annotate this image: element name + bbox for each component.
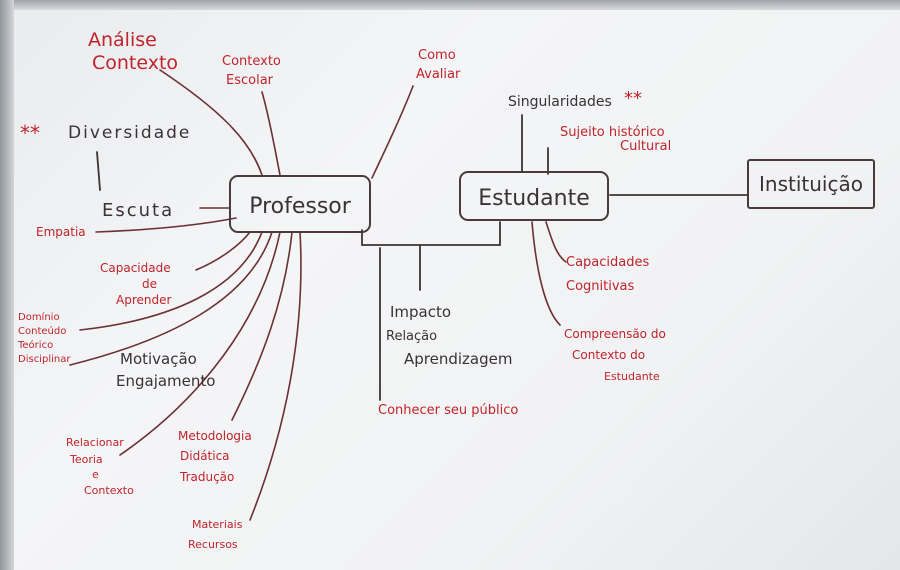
conhecer-label: Conhecer seu público [378, 403, 518, 418]
line-motivacao [69, 231, 273, 366]
line-prof-estudante-bottom [361, 221, 501, 246]
compreensao-label-1: Compreensão do [564, 327, 666, 341]
instituicao-node-box [747, 159, 875, 209]
contexto-escolar-label-2: Escolar [226, 73, 274, 88]
sujeito-label-1: Sujeito histórico [560, 125, 665, 140]
compreensao-label-2: Contexto do [572, 348, 645, 362]
relacionar-label-1: Relacionar [66, 436, 124, 449]
materiais-label-2: Recursos [188, 538, 238, 551]
relacionar-label-3: e [92, 468, 99, 481]
line-relacionar [119, 231, 281, 456]
capacidade-label-1: Capacidade [100, 261, 171, 275]
whiteboard-left-frame [0, 0, 14, 570]
impacto-label-2: Relação [386, 329, 437, 344]
line-diversidade [96, 151, 101, 191]
connector-lines [69, 69, 749, 521]
metodologia-label-2: Didática [180, 449, 230, 463]
line-capacidade [195, 231, 251, 271]
diversidade-label: Diversidade [68, 123, 191, 143]
sujeito-label-2: Cultural [620, 139, 671, 154]
impacto-label-3: Aprendizagem [404, 350, 512, 368]
dominio-label-3: Teórico [17, 339, 53, 351]
line-empatia [95, 217, 237, 233]
motivacao-label-2: Engajamento [116, 372, 215, 390]
contexto-escolar-label-1: Contexto [222, 54, 281, 69]
line-como-avaliar [371, 85, 414, 179]
capacidades-label-1: Capacidades [566, 255, 649, 270]
professor-node-box [229, 175, 371, 233]
dominio-label-4: Disciplinar [18, 354, 71, 365]
relacionar-label-4: Contexto [84, 484, 134, 497]
motivacao-label-1: Motivação [120, 350, 197, 368]
diversidade-marks: ** [20, 121, 40, 145]
line-compreensao [531, 221, 561, 326]
line-materiais [249, 231, 302, 521]
impacto-label-1: Impacto [390, 303, 451, 321]
empatia-label: Empatia [36, 225, 86, 239]
estudante-node-box [459, 171, 609, 221]
materiais-label-1: Materiais [192, 518, 243, 531]
capacidade-label-2: de [142, 277, 157, 291]
whiteboard-top-frame [0, 0, 900, 10]
line-analise [159, 69, 263, 176]
escuta-label: Escuta [102, 200, 174, 221]
instituicao-node-label: Instituição [759, 172, 863, 196]
line-capacidades [545, 221, 567, 263]
metodologia-label-3: Tradução [179, 470, 234, 484]
estudante-node-label: Estudante [478, 186, 589, 211]
dominio-label-1: Domínio [18, 311, 60, 323]
dominio-label-2: Conteúdo [18, 325, 66, 337]
como-avaliar-label-1: Como [418, 48, 456, 63]
line-dominio [79, 231, 263, 331]
como-avaliar-label-2: Avaliar [416, 67, 461, 82]
line-metodologia [231, 231, 293, 421]
metodologia-label-1: Metodologia [178, 429, 252, 443]
compreensao-label-3: Estudante [604, 370, 660, 383]
analise-contexto-label-2: Contexto [92, 52, 178, 74]
analise-contexto-label-1: Análise [88, 29, 157, 51]
line-contexto-escolar [261, 91, 281, 176]
professor-node-label: Professor [249, 194, 352, 219]
capacidade-label-3: Aprender [116, 293, 171, 307]
relacionar-label-2: Teoria [69, 453, 103, 466]
singularidades-marks: ** [624, 88, 642, 109]
capacidades-label-2: Cognitivas [566, 279, 635, 294]
singularidades-label: Singularidades [508, 94, 612, 110]
